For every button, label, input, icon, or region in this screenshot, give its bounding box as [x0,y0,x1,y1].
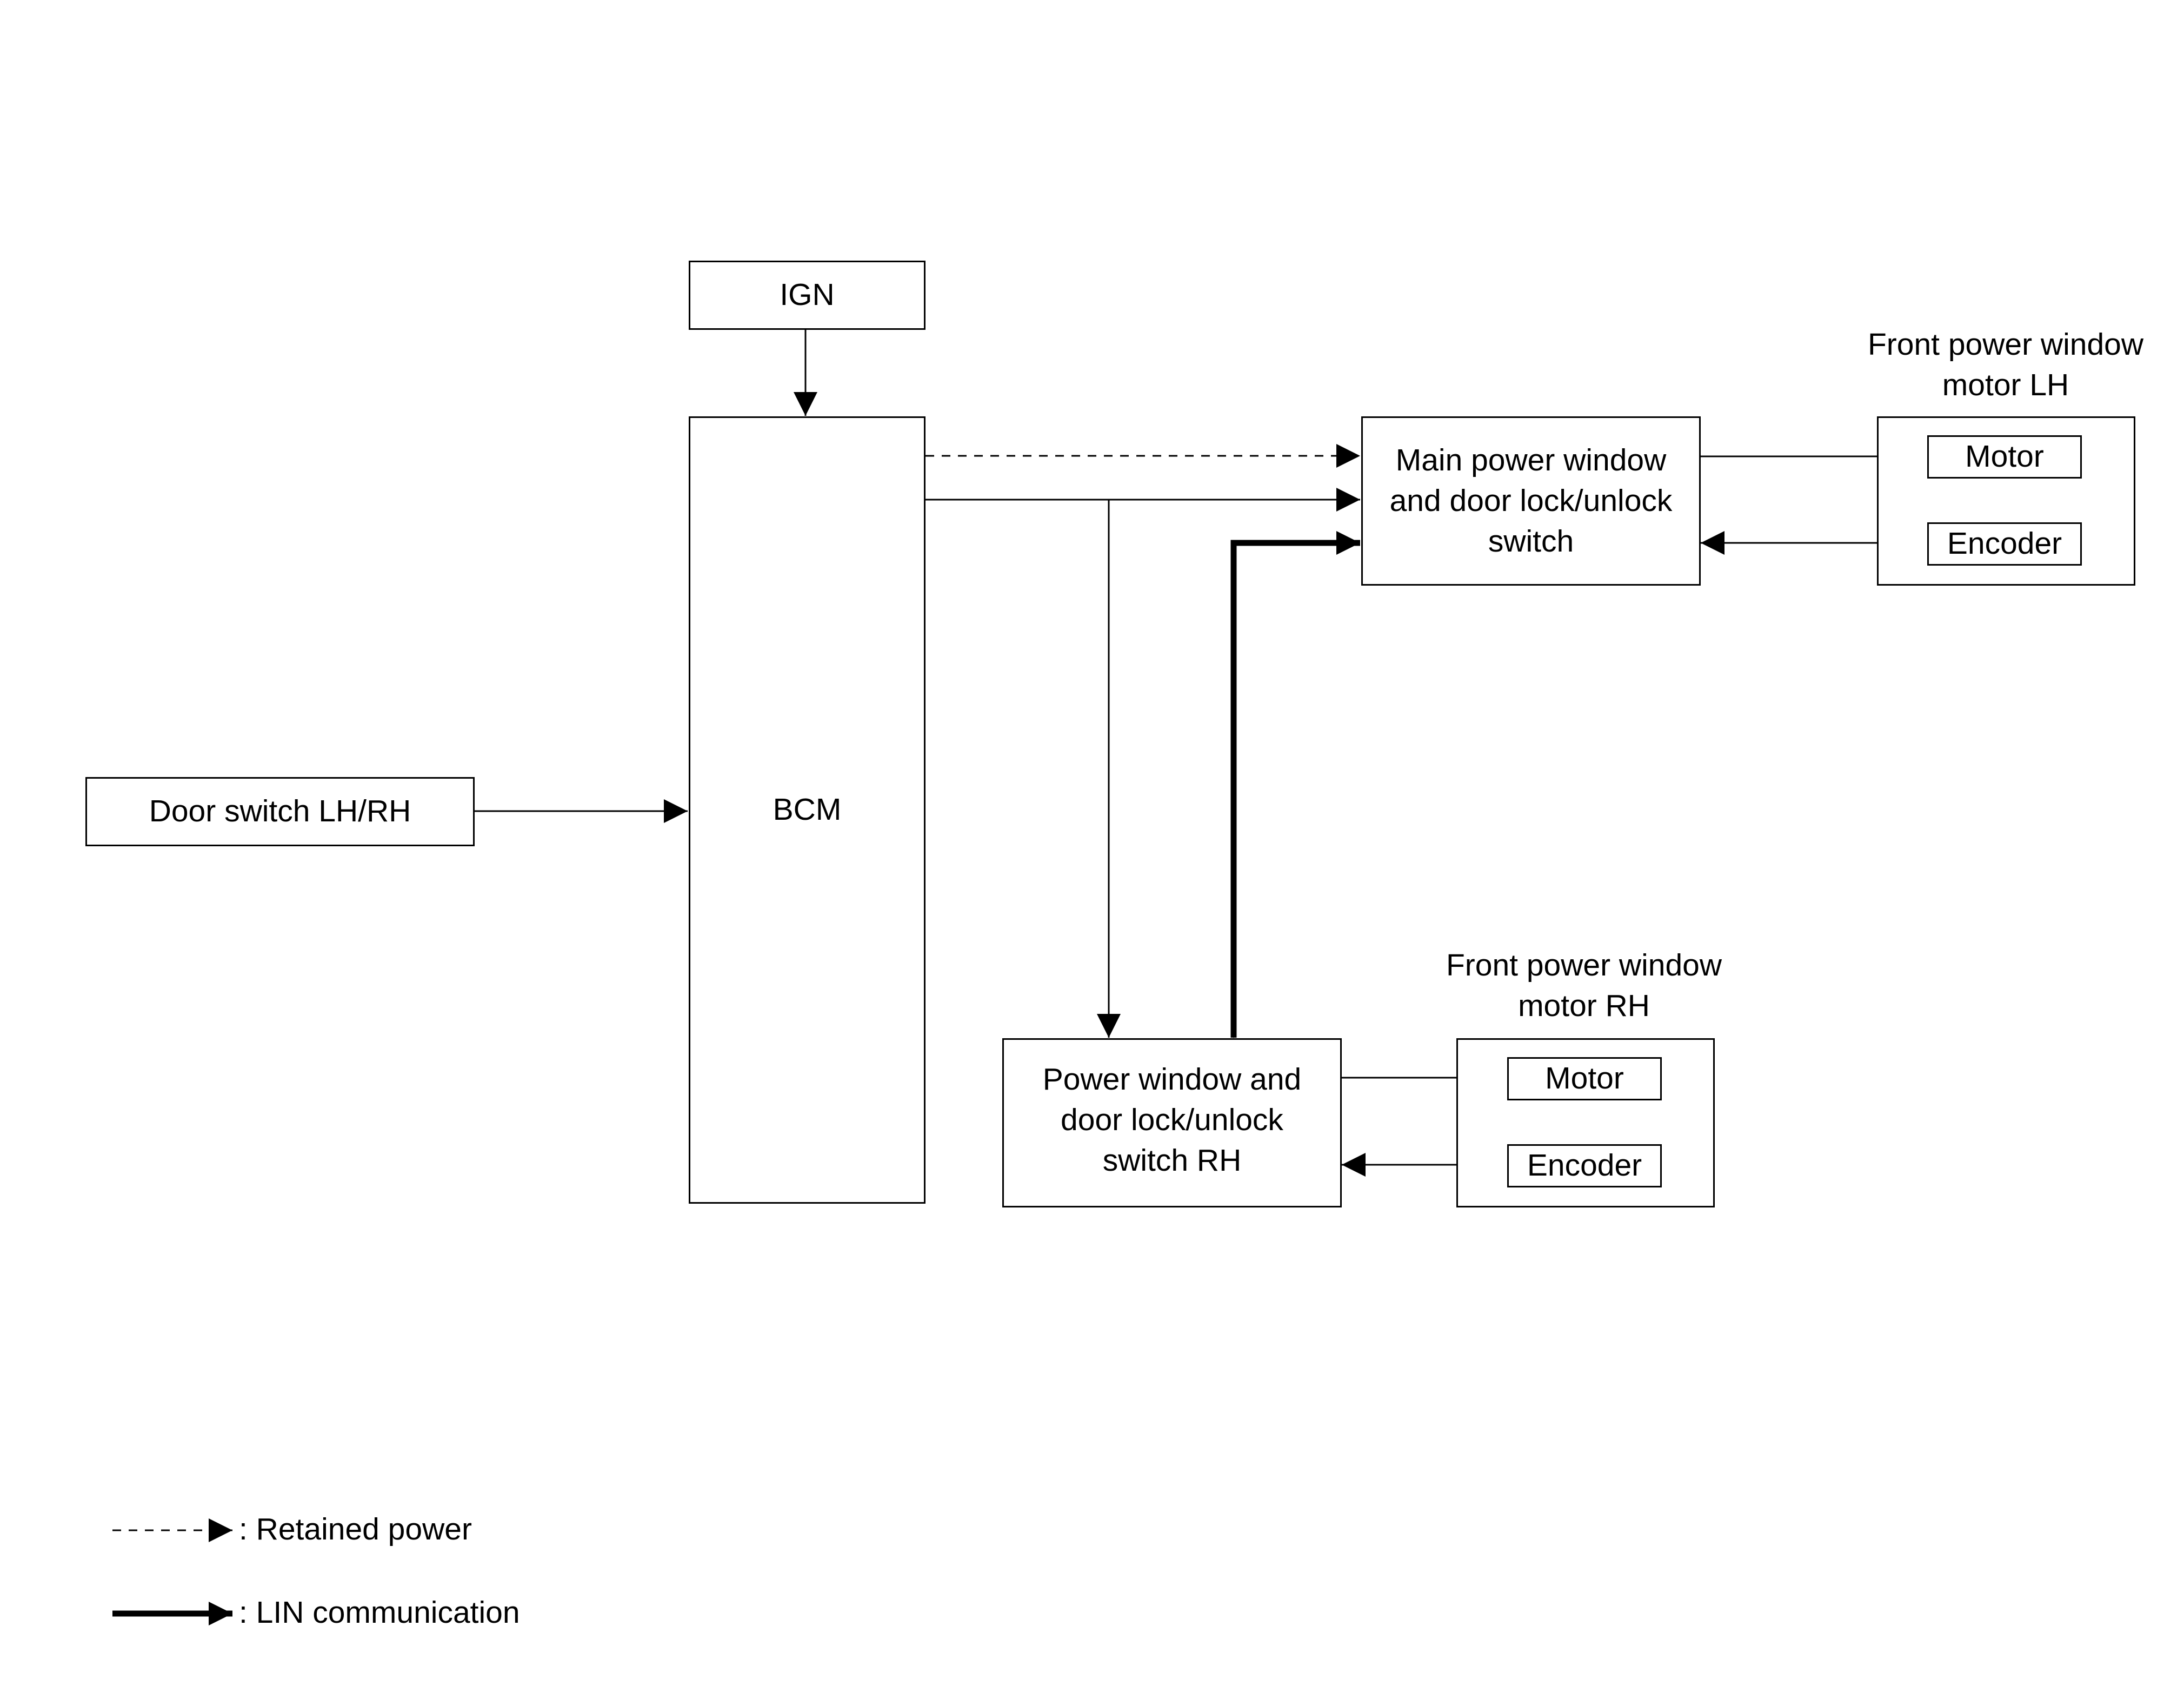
main-switch-label: Main power window and door lock/unlock s… [1389,442,1673,559]
motor-rh-motor-box: Motor [1507,1057,1662,1100]
ign-label: IGN [780,277,835,313]
rh-switch-box: Power window and door lock/unlock switch… [1002,1038,1342,1207]
motor-rh-encoder-box: Encoder [1507,1144,1662,1187]
door-switch-box: Door switch LH/RH [85,777,475,846]
ign-box: IGN [689,261,925,330]
motor-lh-motor-box: Motor [1927,435,2082,479]
legend-lin-communication: : LIN communication [239,1595,520,1630]
main-switch-box: Main power window and door lock/unlock s… [1361,416,1701,586]
motor-lh-title: Front power window motor LH [1867,327,2144,403]
legend-retained-power: : Retained power [239,1512,472,1547]
motor-lh-encoder-box: Encoder [1927,522,2082,566]
motor-rh-motor-label: Motor [1545,1061,1624,1096]
edge-lin-main-rh [1222,531,1360,1061]
motor-lh-encoder-label: Encoder [1947,526,2062,561]
bcm-box: BCM [689,416,925,1204]
motor-rh-title: Front power window motor RH [1446,948,1722,1024]
door-switch-label: Door switch LH/RH [149,794,411,829]
rh-switch-label: Power window and door lock/unlock switch… [1042,1062,1302,1178]
bcm-label: BCM [773,792,842,827]
motor-lh-motor-label: Motor [1965,439,2044,474]
motor-rh-encoder-label: Encoder [1527,1148,1642,1183]
